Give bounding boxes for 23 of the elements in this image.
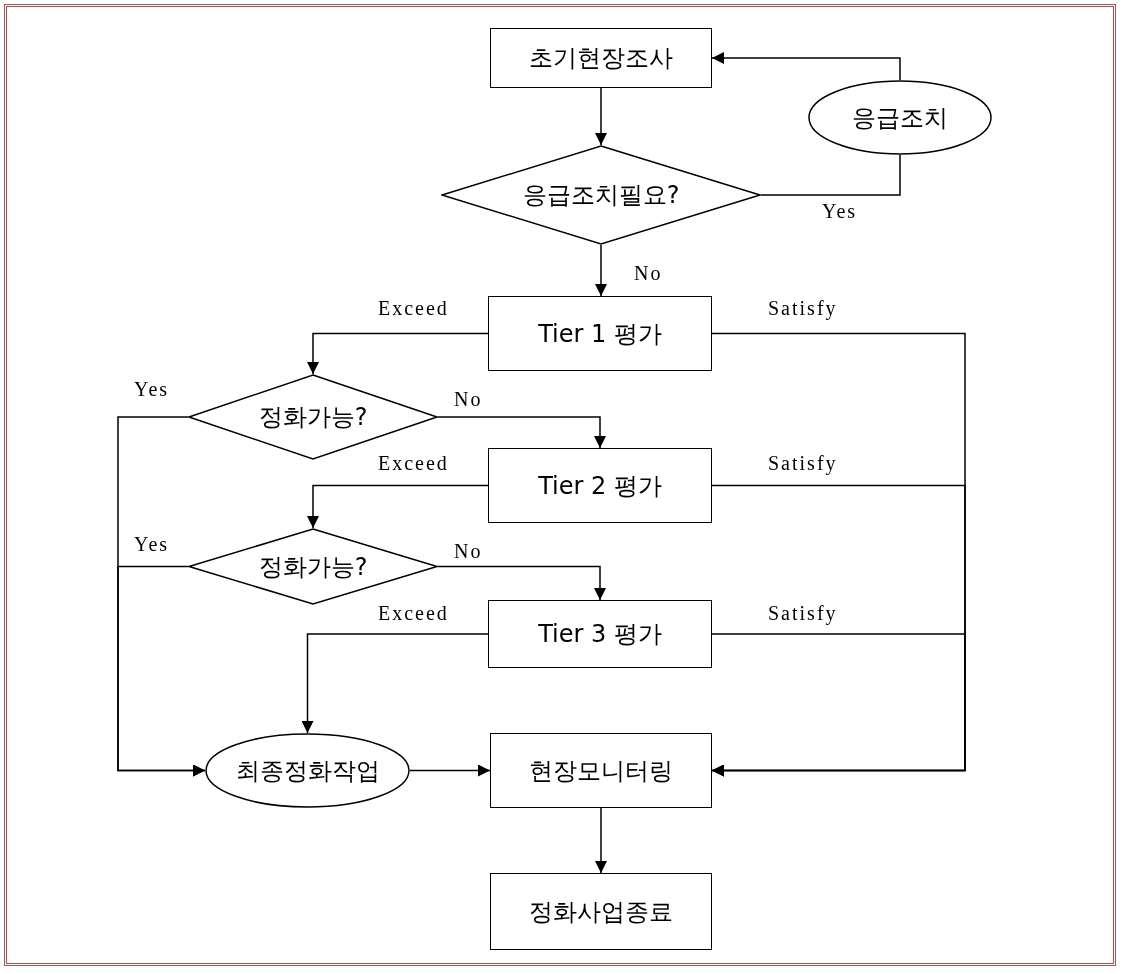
process-box: Tier 1 평가 bbox=[488, 296, 712, 371]
process-box: Tier 2 평가 bbox=[488, 448, 712, 523]
process-box: 초기현장조사 bbox=[490, 28, 712, 88]
arrow bbox=[595, 87, 607, 146]
decision-diamond: 정화가능? bbox=[188, 528, 438, 605]
process-box: 현장모니터링 bbox=[490, 733, 712, 808]
arrow bbox=[307, 484, 489, 529]
arrow bbox=[595, 807, 607, 874]
arrow bbox=[409, 764, 491, 777]
arrow bbox=[711, 633, 966, 777]
arrow bbox=[437, 565, 606, 601]
arrow bbox=[301, 633, 489, 734]
process-box: Tier 3 평가 bbox=[488, 600, 712, 668]
arrow bbox=[595, 244, 607, 297]
arrow bbox=[117, 565, 206, 777]
arrow bbox=[437, 416, 606, 449]
arrow bbox=[711, 52, 901, 81]
action-ellipse: 응급조치 bbox=[808, 80, 992, 155]
arrow bbox=[307, 332, 489, 375]
action-ellipse: 최종정화작업 bbox=[205, 733, 410, 808]
decision-diamond: 응급조치필요? bbox=[441, 145, 761, 245]
process-box: 정화사업종료 bbox=[490, 873, 712, 950]
connector-line bbox=[760, 154, 901, 196]
